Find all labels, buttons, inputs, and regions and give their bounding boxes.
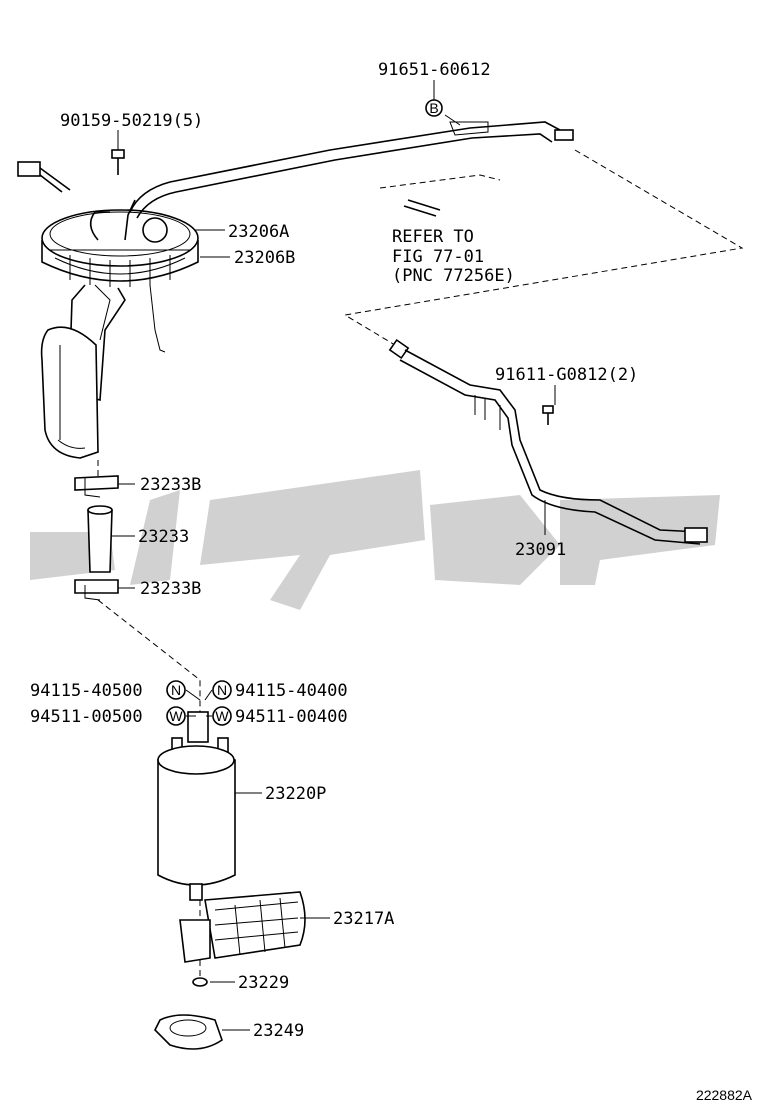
label-94511-00400: 94511-00400 — [235, 707, 348, 727]
svg-text:N: N — [217, 682, 227, 698]
label-91611-g0812: 91611-G0812(2) — [495, 365, 638, 385]
label-23229: 23229 — [238, 973, 289, 993]
label-refer-pnc: (PNC 77256E) — [392, 266, 515, 286]
label-90159-50219: 90159-50219(5) — [60, 111, 203, 131]
svg-text:B: B — [429, 100, 438, 116]
svg-text:N: N — [171, 682, 181, 698]
marker-n-left: N — [166, 680, 186, 700]
label-23233b-bottom: 23233B — [140, 579, 201, 599]
refer-pipe-stub — [403, 199, 441, 217]
label-refer-to: REFER TO — [392, 227, 474, 247]
label-23217a: 23217A — [333, 909, 394, 929]
figure-code: 222882A — [696, 1087, 753, 1103]
label-94115-40500: 94115-40500 — [30, 681, 143, 701]
fuel-tube-23091 — [388, 338, 708, 545]
label-23233: 23233 — [138, 527, 189, 547]
washer-23229 — [192, 977, 208, 987]
label-23091: 23091 — [515, 540, 566, 560]
fuel-tubes — [129, 121, 574, 219]
svg-text:W: W — [215, 708, 229, 724]
label-94511-00500: 94511-00500 — [30, 707, 143, 727]
fuel-pump-23220p — [157, 711, 236, 901]
watermark-logo — [30, 470, 720, 610]
marker-n-right: N — [212, 680, 232, 700]
fuel-suction-plate — [17, 149, 199, 459]
label-23249: 23249 — [253, 1021, 304, 1041]
label-23220p: 23220P — [265, 784, 326, 804]
label-refer-fig: FIG 77-01 — [392, 247, 484, 267]
marker-w-left: W — [166, 706, 186, 726]
clamp-23233b-bottom — [74, 579, 119, 601]
svg-text:W: W — [169, 708, 183, 724]
clamp-23233b-top — [74, 475, 119, 498]
label-91651-60612: 91651-60612 — [378, 60, 491, 80]
fuel-filter-23217a — [179, 891, 306, 963]
reference-dashed-lines — [97, 149, 744, 980]
hose-23233 — [87, 505, 113, 573]
label-23233b-top: 23233B — [140, 475, 201, 495]
marker-w-right: W — [212, 706, 232, 726]
label-23206a: 23206A — [228, 222, 289, 242]
label-23206b: 23206B — [234, 248, 295, 268]
leader-lines — [112, 80, 556, 1031]
label-94115-40400: 94115-40400 — [235, 681, 348, 701]
marker-b: B — [425, 99, 443, 117]
cushion-23249 — [154, 1014, 223, 1050]
